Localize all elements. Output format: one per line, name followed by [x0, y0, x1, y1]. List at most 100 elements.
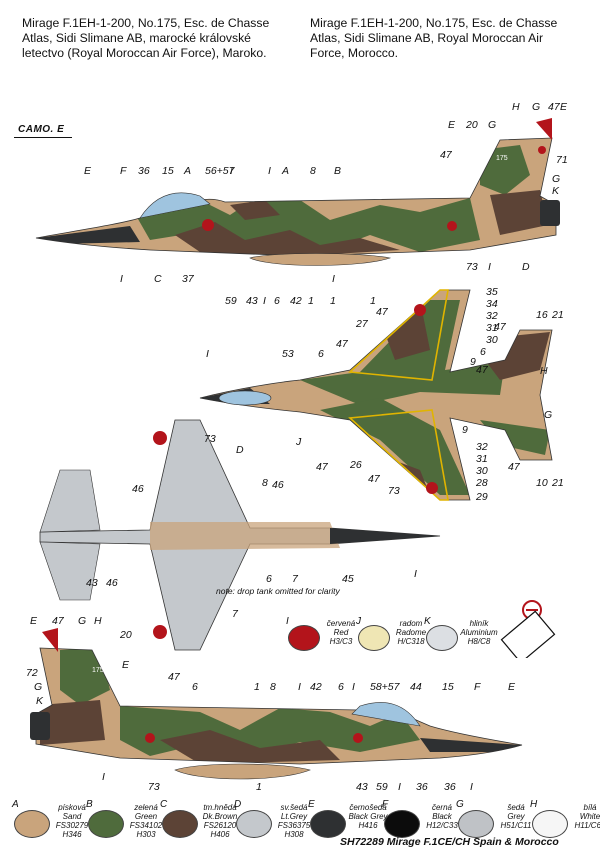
callout-view1-4: A: [183, 165, 191, 177]
callout-view2-20: 9: [462, 424, 468, 436]
callout-view1-30: 1: [308, 295, 314, 307]
callout-view4-18: 44: [410, 681, 422, 693]
callout-view4-26: 59: [376, 781, 388, 793]
swatch-blob: [532, 810, 568, 838]
callout-view4-10: 6: [192, 681, 198, 693]
header-czech: Mirage F.1EH-1-200, No.175, Esc. de Chas…: [22, 16, 270, 60]
callout-view4-29: 36: [444, 781, 456, 793]
callout-view2-29: 73: [388, 485, 400, 497]
callout-view1-29: 42: [290, 295, 302, 307]
callout-view2-0: 35: [486, 286, 498, 298]
callout-view1-7: I: [268, 165, 271, 177]
swatch-letter: G: [456, 799, 464, 810]
swatch-letter: E: [308, 799, 315, 810]
callout-view2-6: 30: [486, 334, 498, 346]
swatch-letter: H: [530, 799, 538, 810]
swatch-blob: [14, 810, 50, 838]
chip-letter: K: [424, 616, 431, 627]
callout-view2-9: 47: [476, 364, 489, 376]
callout-view3-11: 7: [232, 608, 239, 620]
gunze-logo: [500, 600, 556, 658]
callout-view1-13: G: [488, 119, 496, 131]
swatch-letter: A: [12, 799, 19, 810]
chip-blob: [288, 625, 320, 651]
callout-view4-19: 15: [442, 681, 454, 693]
callout-view2-13: 53: [282, 348, 294, 360]
callout-view3-0: 73: [204, 433, 216, 445]
callout-view2-27: 26: [349, 459, 362, 471]
callout-view2-28: 47: [368, 473, 381, 485]
callout-view4-17: 58+57: [370, 681, 401, 693]
header-english: Mirage F.1EH-1-200, No.175, Esc. de Chas…: [310, 16, 558, 60]
callout-view2-32: 21: [551, 477, 564, 489]
callout-view1-14: H: [512, 101, 520, 113]
callout-view2-11: 21: [551, 309, 564, 321]
callout-view1-17: E: [560, 101, 568, 113]
callout-view2-25: 29: [475, 491, 488, 503]
callout-view1-26: 43: [246, 295, 258, 307]
callout-view4-28: 36: [416, 781, 428, 793]
callout-view2-15: 47: [336, 338, 349, 350]
serial-text-view4: 175: [92, 667, 104, 674]
swatch-letter: C: [160, 799, 168, 810]
callout-view4-23: 73: [148, 781, 160, 793]
callout-view1-8: A: [281, 165, 289, 177]
callout-view2-21: 32: [476, 441, 488, 453]
swatch-letter: D: [234, 799, 242, 810]
callout-view3-2: 8: [262, 477, 268, 489]
callout-view4-13: I: [298, 681, 301, 693]
underside-view: [39, 419, 441, 651]
chip-blob: [426, 625, 458, 651]
callout-view2-3: 47: [376, 306, 389, 318]
callout-view2-31: 10: [536, 477, 548, 489]
callout-view3-7: 6: [266, 573, 272, 585]
chip-letter: J: [356, 616, 361, 627]
side-view-left: 175: [35, 118, 560, 266]
callout-view4-20: F: [474, 681, 481, 693]
callout-view4-9: 47: [168, 671, 181, 683]
callout-view4-8: K: [36, 695, 44, 707]
callout-view2-23: 30: [476, 465, 488, 477]
callout-view1-1: F: [120, 165, 127, 177]
callout-view1-19: 71: [556, 154, 568, 166]
callout-view1-20: G: [552, 173, 560, 185]
callout-view1-16: 47: [548, 101, 561, 113]
swatch-blob: [310, 810, 346, 838]
callout-view4-2: G: [78, 615, 86, 627]
callout-view2-5: 31: [486, 322, 498, 334]
callout-view2-4: 32: [486, 310, 498, 322]
callout-view1-27: I: [263, 295, 266, 307]
drop-tank-note: note: drop tank omitted for clarity: [216, 586, 340, 596]
callout-view1-11: E: [448, 119, 456, 131]
callout-view2-30: 47: [316, 461, 329, 473]
callout-view4-0: E: [30, 615, 38, 627]
callout-view2-18: J: [295, 436, 302, 448]
callout-view2-17: H: [540, 365, 548, 377]
callout-view2-16: I: [206, 348, 209, 360]
callout-view2-22: 31: [476, 453, 488, 465]
callout-view3-4: 46: [132, 483, 144, 495]
callout-view1-35: D: [522, 261, 530, 273]
callout-view1-33: 73: [466, 261, 478, 273]
callout-view1-21: K: [552, 185, 560, 197]
callout-view4-3: H: [94, 615, 102, 627]
callout-view1-6: I: [230, 165, 233, 177]
callout-view1-9: 8: [310, 165, 316, 177]
callout-view4-1: 47: [52, 615, 65, 627]
chip-blob: [358, 625, 390, 651]
swatch-blob: [162, 810, 198, 838]
footer-title: SH72289 Mirage F.1CE/CH Spain & Morocco: [340, 836, 559, 848]
callout-view4-12: 8: [270, 681, 276, 693]
